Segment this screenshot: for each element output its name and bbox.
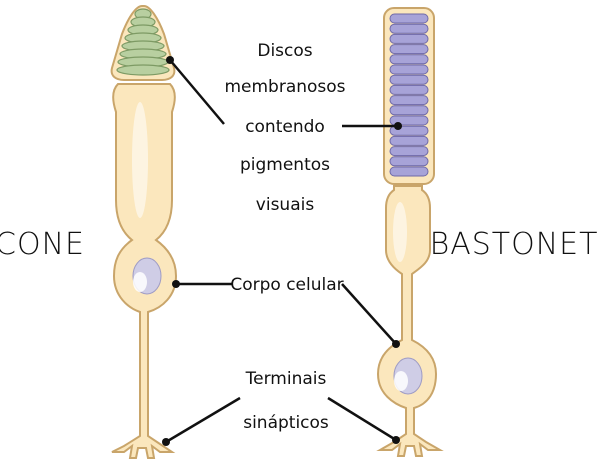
rod-disc <box>389 23 429 34</box>
leader-terminal-rod <box>327 396 397 442</box>
discs-label-line4: pigmentos <box>240 155 330 175</box>
rod-disc <box>389 95 429 106</box>
rod-disc <box>389 166 429 177</box>
rod-disc <box>389 33 429 44</box>
rod-disc <box>389 135 429 146</box>
discs-label-line3: contendo <box>245 117 325 137</box>
rod-disc <box>389 105 429 116</box>
leader-dots <box>162 56 402 446</box>
rod-disc <box>389 74 429 85</box>
terminals-label-line2: sinápticos <box>243 413 329 433</box>
leader-terminal-cone <box>165 396 241 444</box>
discs-label-line5: visuais <box>256 195 315 215</box>
rod-title: BASTONETE <box>430 227 600 262</box>
cone-disc <box>116 64 170 76</box>
leader-lines <box>165 59 398 444</box>
cone-cell <box>110 5 178 459</box>
rod-nucleus-highlight <box>394 371 408 391</box>
rod-cell <box>376 7 444 457</box>
rod-disc <box>389 146 429 157</box>
cone-highlight <box>132 102 148 218</box>
rod-inner-segment <box>376 185 444 457</box>
discs-label-line2: membranosos <box>224 77 345 97</box>
rod-highlight <box>393 202 407 262</box>
rod-disc <box>389 84 429 95</box>
rod-disc <box>389 54 429 65</box>
cone-title: CONE <box>0 227 85 262</box>
leader-discs-cone <box>169 59 225 125</box>
leader-body-rod <box>341 283 397 345</box>
rod-discs <box>389 13 429 177</box>
terminals-label-line1: Terminais <box>245 369 327 389</box>
discs-label-line1: Discos <box>257 41 312 61</box>
rod-disc <box>389 156 429 167</box>
rod-disc <box>389 13 429 24</box>
cone-nucleus-highlight <box>133 272 147 292</box>
cell-body-label: Corpo celular <box>230 275 343 295</box>
rod-disc <box>389 64 429 75</box>
rod-disc <box>389 44 429 55</box>
